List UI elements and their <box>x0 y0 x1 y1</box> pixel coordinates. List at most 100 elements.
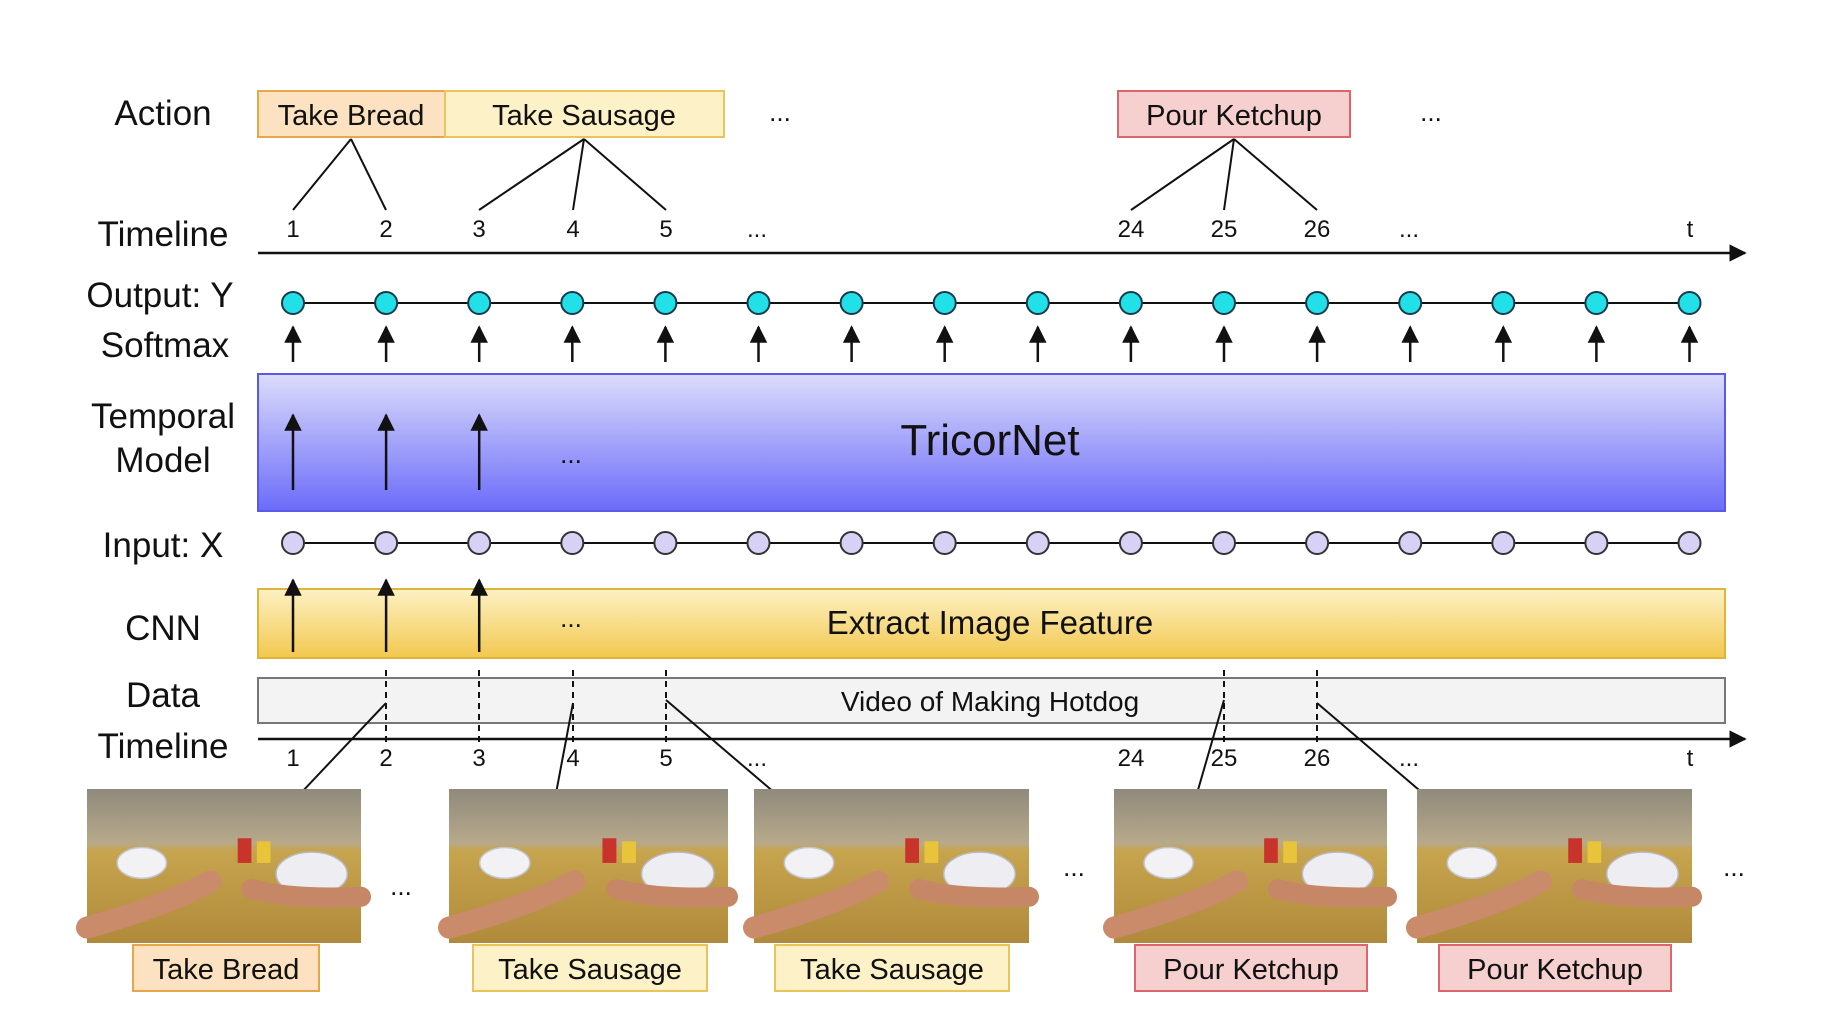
action-box-take-sausage: Take Sausage <box>444 90 725 138</box>
arm-shape <box>76 870 222 939</box>
condiment-shape <box>905 838 919 863</box>
cnn-ellipsis: ... <box>560 603 582 633</box>
row-label-timeline-top: Timeline <box>98 215 229 254</box>
output-node <box>467 291 492 315</box>
row-label-output: Output: Y <box>86 276 233 315</box>
arm-shape <box>606 879 738 908</box>
arm-shape <box>1103 870 1248 939</box>
input-node <box>1305 531 1330 555</box>
plate-shape <box>116 846 168 880</box>
frame-label: Take Sausage <box>498 954 682 986</box>
frame-label-box <box>774 944 1010 992</box>
row-label-cnn: CNN <box>125 609 201 648</box>
video-label: Video of Making Hotdog <box>841 686 1139 717</box>
input-node <box>1398 531 1423 555</box>
output-node <box>653 291 678 315</box>
cnn-label: Extract Image Feature <box>827 604 1153 641</box>
output-node <box>281 291 305 315</box>
condiment-shape <box>621 841 636 863</box>
input-node <box>374 531 399 555</box>
row-label-temporal: Temporal <box>91 397 235 436</box>
timeline-tick-label: 2 <box>379 745 392 772</box>
softmax-arrows <box>284 325 1699 362</box>
timeline-tick-label: ... <box>747 216 767 243</box>
timeline-tick-label: 5 <box>659 745 672 772</box>
timeline-tick-label: 25 <box>1211 216 1238 243</box>
video-frame-1: Take Bread <box>76 789 371 992</box>
action-label: Take Sausage <box>492 100 676 132</box>
output-node <box>932 291 957 315</box>
input-node <box>839 531 864 555</box>
input-node <box>1212 531 1236 555</box>
timeline-tick-label: 1 <box>286 216 299 243</box>
temporal-model-box: TricorNet ... <box>257 373 1726 512</box>
frame-label: Pour Ketchup <box>1163 954 1339 986</box>
condiment-shape <box>237 838 252 863</box>
timeline-tick-label: 26 <box>1304 216 1331 243</box>
input-node <box>1118 531 1143 555</box>
action-ellipsis-1: ... <box>769 97 791 127</box>
input-node <box>467 531 492 555</box>
temporal-arrows <box>284 413 488 490</box>
thumb-ellipsis-2: ... <box>1063 852 1085 882</box>
condiment-shape <box>1568 838 1582 863</box>
frame-label-box <box>132 944 320 992</box>
timeline-tick-label: ... <box>747 745 767 772</box>
temporal-ellipsis: ... <box>560 439 582 469</box>
row-label-model: Model <box>115 441 210 480</box>
input-node <box>1677 531 1702 555</box>
thumb-ellipsis-3: ... <box>1723 852 1745 882</box>
video-frame-2: Take Sausage <box>438 789 738 992</box>
thumb-ellipsis-1: ... <box>390 871 412 901</box>
arm-shape <box>909 879 1039 908</box>
action-connectors <box>292 138 1318 211</box>
frame-label-box <box>472 944 708 992</box>
timeline-tick-label: 4 <box>566 745 579 772</box>
row-label-input: Input: X <box>103 526 224 565</box>
row-label-softmax: Softmax <box>101 326 230 365</box>
condiment-shape <box>1264 838 1278 863</box>
condiment-shape <box>1587 841 1602 863</box>
frame-label-box <box>1438 944 1672 992</box>
frame-markers <box>385 670 1318 745</box>
output-node <box>1212 291 1236 315</box>
frame-label-box <box>1134 944 1368 992</box>
cnn-box: Extract Image Feature ... <box>257 588 1726 659</box>
frame-label: Take Sausage <box>800 954 984 986</box>
input-node <box>653 531 678 555</box>
temporal-model-label: TricorNet <box>900 416 1079 465</box>
input-nodes <box>281 531 1702 555</box>
frame-label: Pour Ketchup <box>1467 954 1643 986</box>
plate-shape <box>478 846 531 880</box>
input-node <box>1584 531 1609 555</box>
input-node <box>281 531 305 555</box>
output-nodes <box>281 291 1702 315</box>
input-node <box>932 531 957 555</box>
arm-shape <box>1267 879 1397 908</box>
timeline-tick-label: 1 <box>286 745 299 772</box>
output-node <box>374 291 399 315</box>
arm-shape <box>1572 879 1702 908</box>
video-frame-3: Take Sausage <box>743 789 1039 992</box>
condiment-shape <box>924 841 939 863</box>
cnn-arrows <box>284 578 488 652</box>
row-label-timeline-bottom: Timeline <box>98 727 229 766</box>
timeline-tick-label: 3 <box>472 216 485 243</box>
output-node <box>1305 291 1330 315</box>
output-node <box>560 291 585 315</box>
action-ellipsis-2: ... <box>1420 97 1442 127</box>
timeline-tick-label: 24 <box>1118 216 1145 243</box>
output-node <box>1025 291 1050 315</box>
timeline-tick-label: 26 <box>1304 745 1331 772</box>
timeline-tick-label: 4 <box>566 216 579 243</box>
plate-shape <box>1143 846 1194 880</box>
output-node <box>1398 291 1423 315</box>
arm-shape <box>743 870 889 939</box>
action-label: Pour Ketchup <box>1146 100 1322 132</box>
output-node <box>839 291 864 315</box>
output-node <box>1491 291 1516 315</box>
condiment-shape <box>256 841 271 863</box>
